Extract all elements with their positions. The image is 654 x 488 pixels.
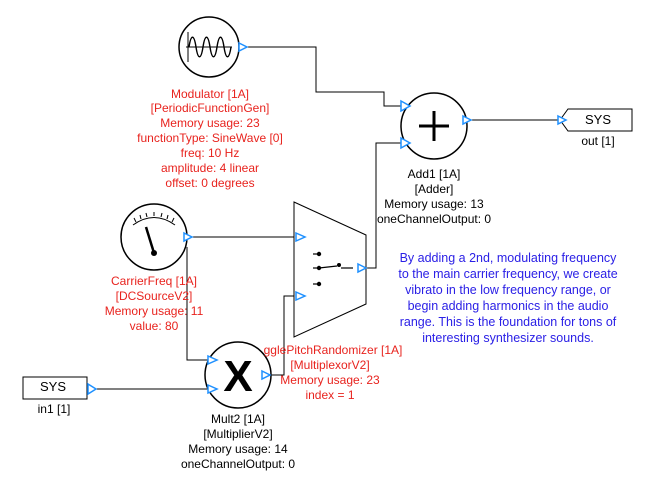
carrier-type: [DCSourceV2] xyxy=(115,289,193,303)
add1-module[interactable] xyxy=(400,92,473,160)
modulator-offset: offset: 0 degrees xyxy=(165,176,255,190)
sys-in1-tag: SYS xyxy=(39,379,66,394)
add1-output-port[interactable] xyxy=(462,114,473,126)
wires xyxy=(96,46,560,390)
mult2-type: [MultiplierV2] xyxy=(203,427,273,441)
sys-in1-label: in1 [1] xyxy=(37,402,71,416)
multiplexor-module[interactable] xyxy=(293,201,368,338)
mult2-input-port-1[interactable] xyxy=(207,354,219,366)
add1-input-port-2[interactable] xyxy=(400,136,412,150)
add1-one-channel: oneChannelOutput: 0 xyxy=(376,212,492,226)
mult2-memory: Memory usage: 14 xyxy=(188,442,288,456)
sys-in1-node[interactable] xyxy=(22,376,98,400)
sine-wave-icon xyxy=(186,32,232,62)
carrier-memory: Memory usage: 11 xyxy=(104,304,204,318)
sys-out-node[interactable] xyxy=(557,108,633,132)
add1-type: [Adder] xyxy=(414,182,454,196)
carrier-output-port[interactable] xyxy=(183,231,194,243)
modulator-title: Modulator [1A] xyxy=(170,87,250,101)
modulator-function-type: functionType: SineWave [0] xyxy=(137,131,283,145)
meter-gauge-icon xyxy=(132,212,176,256)
carrier-title: CarrierFreq [1A] xyxy=(110,274,198,288)
modulator-output-port[interactable] xyxy=(238,41,249,53)
sys-out-tag: SYS xyxy=(584,112,611,127)
multiplexor-index: index = 1 xyxy=(305,388,355,402)
multiplexor-memory: Memory usage: 23 xyxy=(280,373,380,387)
modulator-type: [PeriodicFunctionGen] xyxy=(150,101,270,115)
wire-mux-to-add1 xyxy=(366,142,403,269)
mux-output-port[interactable] xyxy=(357,262,368,274)
multiply-icon: X xyxy=(223,352,252,401)
plus-icon xyxy=(419,111,449,141)
modulator-memory: Memory usage: 23 xyxy=(160,116,260,130)
modulator-amplitude: amplitude: 4 linear xyxy=(160,161,260,175)
carrier-value: value: 80 xyxy=(129,319,179,333)
modulator-module[interactable] xyxy=(178,16,249,78)
mult2-one-channel: oneChannelOutput: 0 xyxy=(180,457,296,471)
sys-out-label: out [1] xyxy=(581,134,615,148)
mult2-module[interactable]: X xyxy=(204,341,272,409)
sys-in1-output-port[interactable] xyxy=(87,382,98,396)
carrier-freq-module[interactable] xyxy=(120,203,194,271)
mult2-input-port-2[interactable] xyxy=(207,383,219,395)
switch-icon xyxy=(313,251,353,287)
add1-memory: Memory usage: 13 xyxy=(384,197,484,211)
multiplexor-type: [MultiplexorV2] xyxy=(290,358,370,372)
multiplexor-title: gglePitchRandomizer [1A] xyxy=(263,343,403,357)
explanation-note: By adding a 2nd, modulating frequency to… xyxy=(398,251,618,345)
mux-input-port-2[interactable] xyxy=(295,290,307,302)
sys-out-input-port[interactable] xyxy=(557,114,568,126)
add1-title: Add1 [1A] xyxy=(407,167,461,181)
wire-carrier-to-mult2 xyxy=(186,247,210,361)
mux-input-port-1[interactable] xyxy=(295,231,307,243)
modulator-freq: freq: 10 Hz xyxy=(180,146,240,160)
wire-mult2-to-mux xyxy=(270,295,298,376)
mult2-title: Mult2 [1A] xyxy=(210,412,266,426)
mult2-output-port[interactable] xyxy=(261,369,272,381)
add1-input-port-1[interactable] xyxy=(400,99,412,113)
wire-modulator-to-add1 xyxy=(247,46,403,107)
